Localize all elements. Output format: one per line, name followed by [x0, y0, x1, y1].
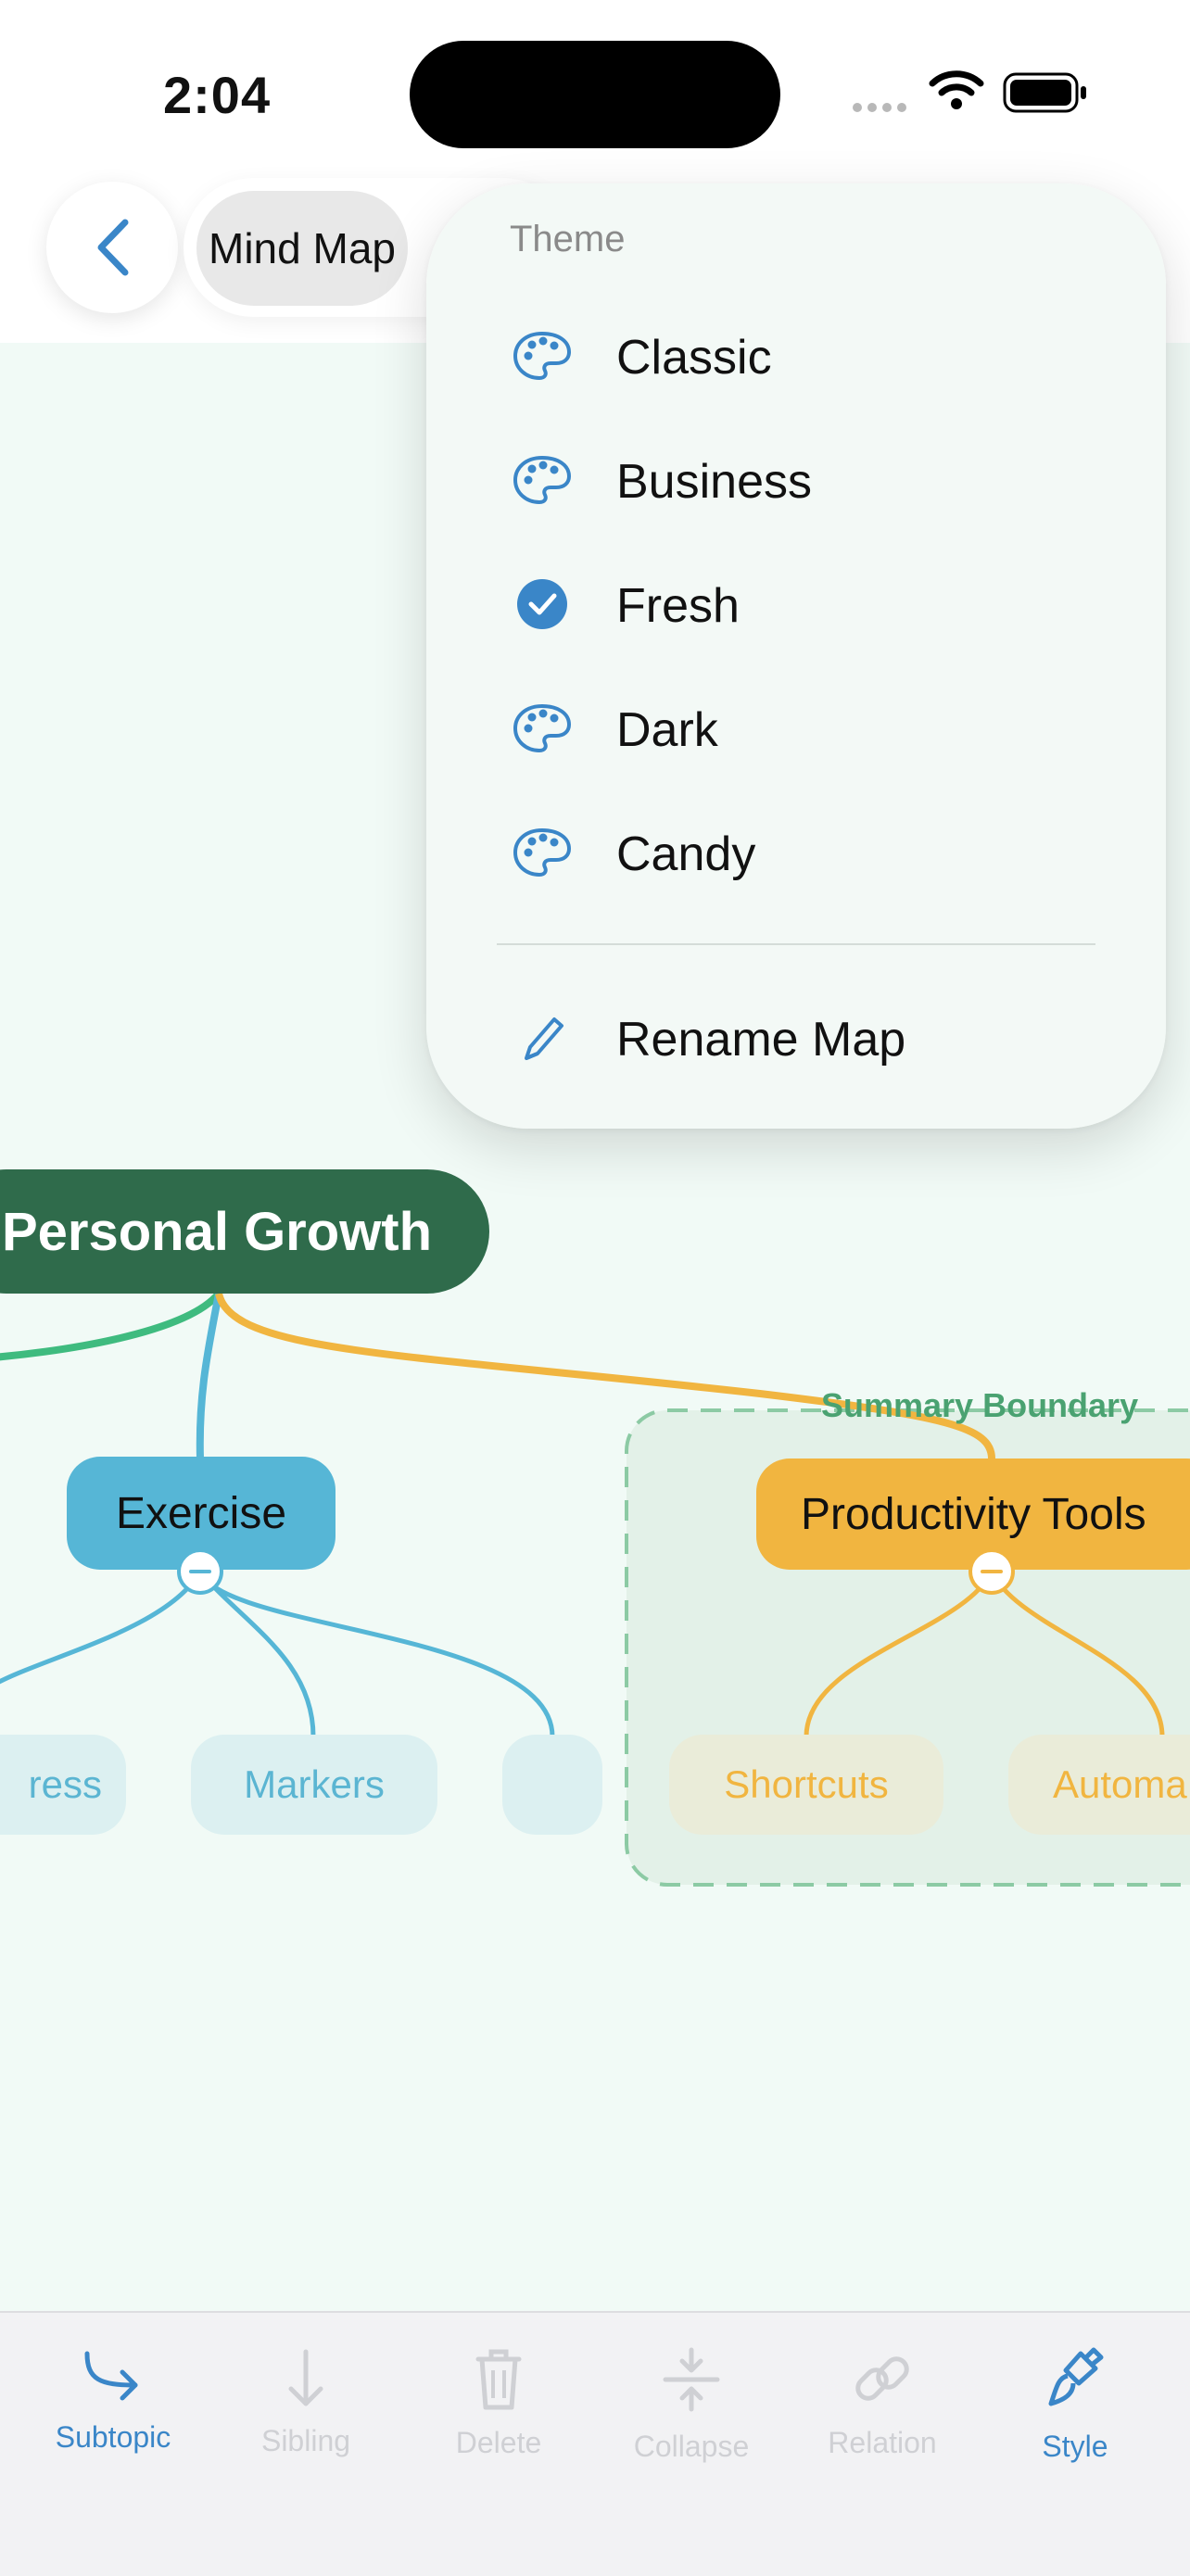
node-empty-subtopic[interactable]: [502, 1735, 602, 1835]
connector-exercise-blank: [197, 1570, 555, 1737]
menu-item-label: Dark: [616, 703, 718, 757]
menu-item-label: Candy: [616, 827, 756, 881]
connector-productivity-shortcuts: [804, 1570, 994, 1737]
toolbar-label: Collapse: [633, 2430, 750, 2463]
toolbar-label: Relation: [828, 2426, 937, 2459]
wifi-icon: [929, 70, 984, 109]
node-shortcuts[interactable]: Shortcuts: [669, 1735, 943, 1835]
menu-item-label: Classic: [616, 331, 772, 385]
connector-exercise-progress: [0, 1570, 203, 1685]
sibling-button[interactable]: Sibling: [213, 2346, 399, 2494]
collapse-toggle-exercise[interactable]: [176, 1547, 224, 1596]
menu-item-fresh[interactable]: Fresh: [426, 549, 1166, 660]
map-title-button[interactable]: Mind Map: [196, 191, 408, 306]
bottom-toolbar: Subtopic Sibling Delete Collapse Relati: [0, 2311, 1190, 2576]
palette-icon: [513, 331, 572, 381]
cellular-signal-icon: [853, 100, 912, 117]
connector-exercise-markers: [198, 1570, 316, 1737]
toolbar-label: Sibling: [260, 2424, 351, 2457]
palette-icon: [513, 455, 572, 505]
dynamic-island: [410, 41, 780, 148]
connector-productivity-automation: [989, 1570, 1165, 1737]
theme-menu: Theme Classic Business Fresh Dark: [426, 183, 1166, 1129]
pencil-icon: [525, 1017, 563, 1060]
paintbrush-icon: [1048, 2347, 1104, 2406]
battery-icon: [1003, 72, 1086, 113]
back-button[interactable]: [46, 182, 178, 313]
collapse-button[interactable]: Collapse: [599, 2346, 784, 2494]
node-progress[interactable]: ress: [0, 1735, 126, 1835]
connector-root-productivity: [215, 1292, 995, 1459]
menu-item-dark[interactable]: Dark: [426, 673, 1166, 784]
menu-item-label: Fresh: [616, 579, 740, 633]
checkmark-circle-icon: [517, 579, 567, 629]
link-icon: [855, 2356, 909, 2401]
menu-section-header: Theme: [510, 219, 626, 259]
menu-item-candy[interactable]: Candy: [426, 797, 1166, 908]
subtopic-button[interactable]: Subtopic: [20, 2346, 206, 2494]
menu-item-label: Rename Map: [616, 1013, 906, 1067]
menu-item-label: Business: [616, 455, 812, 509]
toolbar-label: Delete: [455, 2426, 542, 2459]
palette-icon: [513, 827, 572, 878]
status-time: 2:04: [163, 66, 272, 124]
node-markers[interactable]: Markers: [191, 1735, 437, 1835]
toolbar-label: Style: [1042, 2430, 1108, 2463]
node-root-personal-growth[interactable]: Personal Growth: [0, 1169, 489, 1294]
style-button[interactable]: Style: [982, 2346, 1168, 2494]
menu-item-business[interactable]: Business: [426, 424, 1166, 536]
menu-item-classic[interactable]: Classic: [426, 300, 1166, 411]
menu-divider: [497, 943, 1095, 945]
collapse-icon: [663, 2347, 720, 2412]
trash-icon: [475, 2349, 522, 2410]
chevron-left-icon: [97, 219, 129, 276]
delete-button[interactable]: Delete: [406, 2346, 591, 2494]
menu-item-rename-map[interactable]: Rename Map: [426, 982, 1166, 1093]
collapse-toggle-productivity[interactable]: [968, 1547, 1016, 1596]
relation-button[interactable]: Relation: [790, 2346, 975, 2494]
connector-root-exercise: [196, 1293, 222, 1459]
summary-boundary-label[interactable]: Summary Boundary: [821, 1386, 1139, 1424]
node-automation[interactable]: Automa: [1008, 1735, 1190, 1835]
subtopic-arrow-icon: [84, 2351, 138, 2401]
toolbar-label: Subtopic: [55, 2420, 171, 2454]
palette-icon: [513, 703, 572, 753]
connector-root-left: [0, 1291, 222, 1361]
node-productivity-tools[interactable]: Productivity Tools: [756, 1458, 1190, 1570]
arrow-down-icon: [288, 2349, 323, 2406]
